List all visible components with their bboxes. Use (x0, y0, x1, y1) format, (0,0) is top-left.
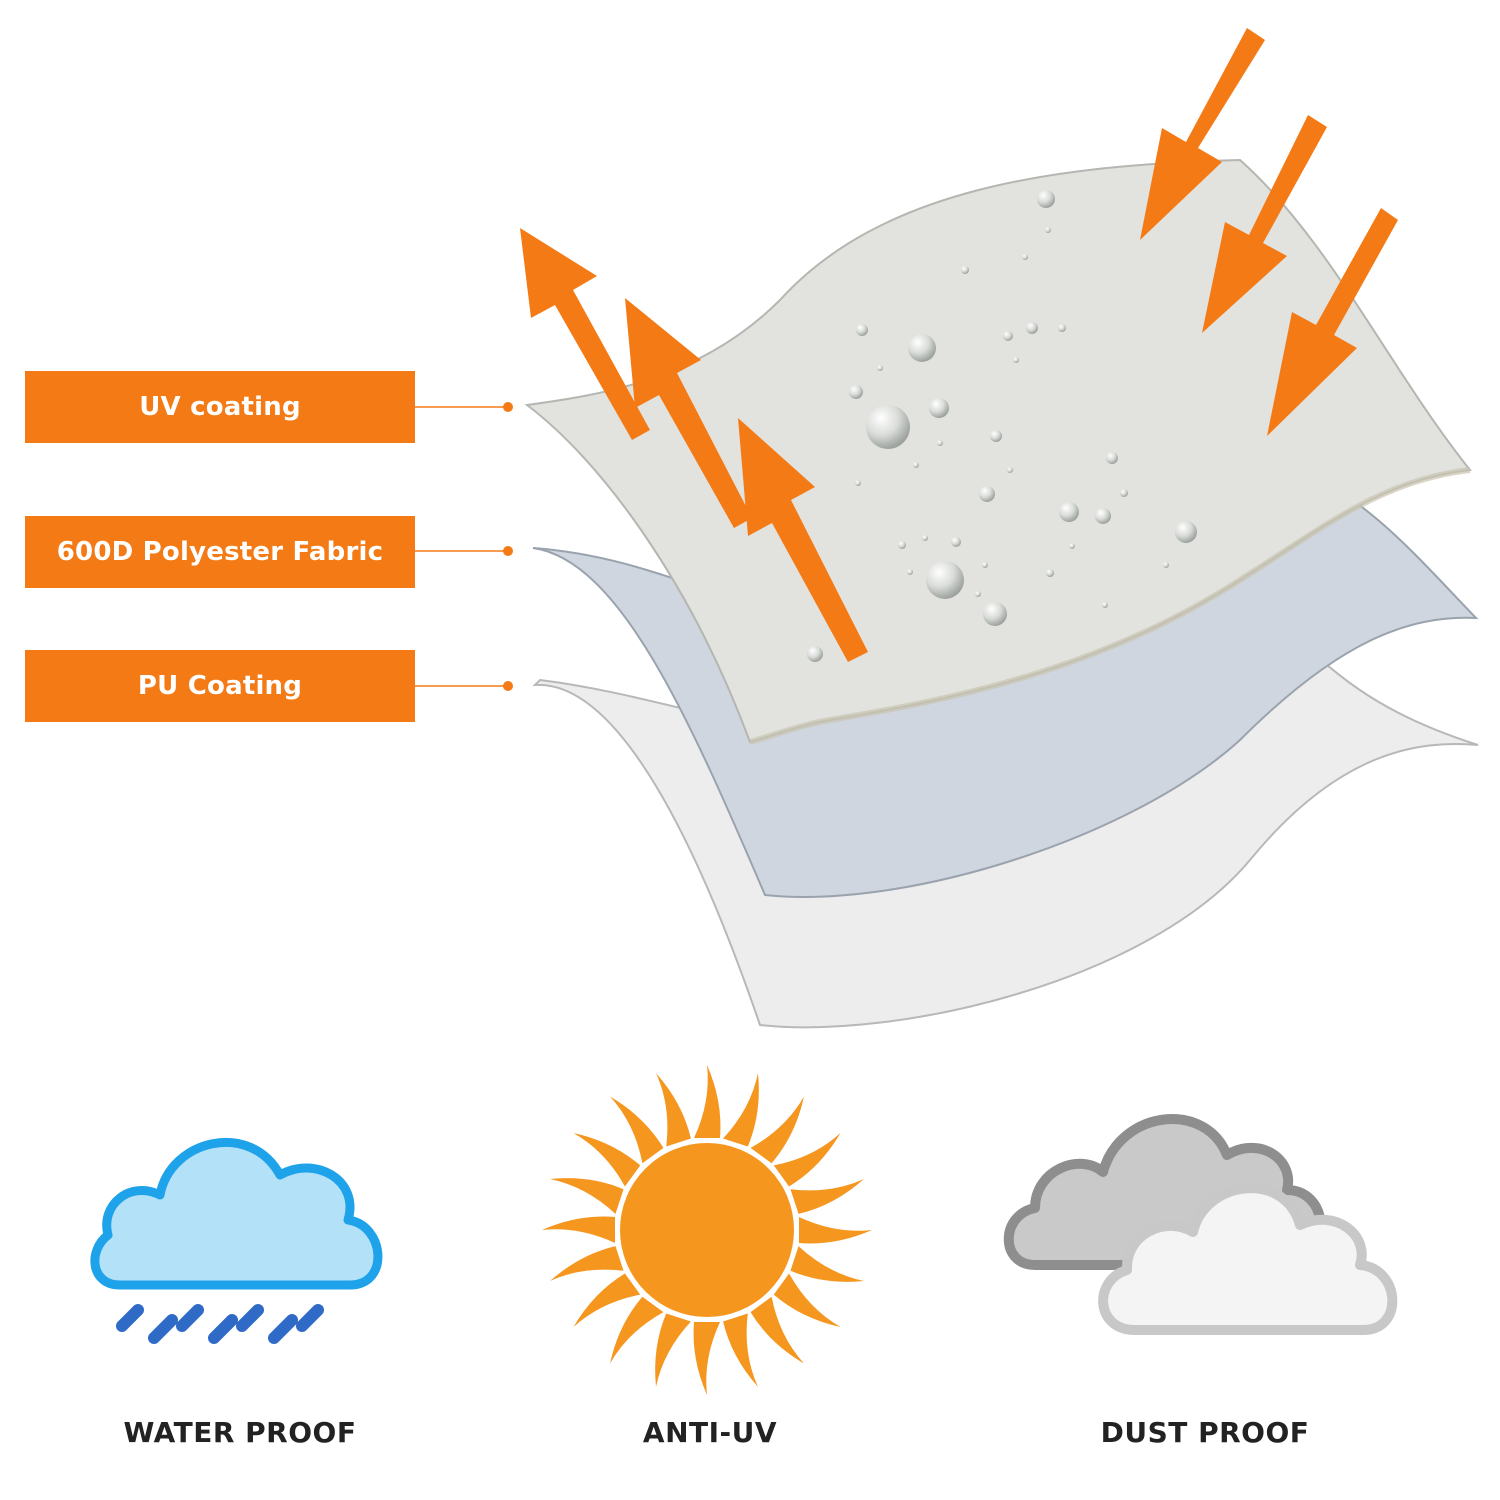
sun-ray (550, 1246, 624, 1281)
leader-dot-uv (503, 402, 513, 412)
sun-ray (750, 1096, 804, 1164)
sun-ray (542, 1216, 615, 1243)
double-cloud-icon (1003, 1114, 1398, 1335)
water-droplets (807, 190, 1197, 662)
sun-ray (550, 1178, 624, 1214)
sun-ray (573, 1273, 641, 1327)
sun-ray (723, 1313, 758, 1387)
leader-dot-pu (503, 681, 513, 691)
sun-ray (693, 1322, 720, 1395)
sun-ray (610, 1296, 664, 1364)
uv-coating-label: UV coating (25, 371, 415, 443)
sun-ray (573, 1133, 641, 1187)
sun-ray (773, 1133, 841, 1187)
pu-coating-label: PU Coating (25, 650, 415, 722)
sun-ray (694, 1065, 721, 1138)
sun-ray (656, 1073, 691, 1147)
leader-lines (415, 406, 505, 687)
sun-icon (542, 1065, 872, 1395)
anti-uv-label: ANTI-UV (642, 1415, 778, 1449)
incoming-arrows (1140, 28, 1398, 436)
outgoing-arrows (520, 228, 868, 662)
sun-ray (723, 1073, 759, 1147)
rain-drops-lower (148, 1314, 298, 1344)
sun-ray (655, 1313, 691, 1387)
sun-ray (799, 1217, 872, 1244)
sun-ray (790, 1246, 864, 1282)
fabric-layers-diagram (415, 28, 1479, 1029)
water-proof-label: WATER PROOF (123, 1415, 357, 1449)
sun-ray (750, 1296, 804, 1364)
leader-dot-polyester (503, 546, 513, 556)
dust-proof-label: DUST PROOF (1100, 1415, 1310, 1449)
sun-ray (773, 1273, 841, 1327)
rain-cloud-icon (90, 1137, 383, 1332)
rain-drops (116, 1304, 324, 1332)
polyester-fabric-label: 600D Polyester Fabric (25, 516, 415, 588)
sun-ray (610, 1096, 664, 1164)
sun-ray (790, 1179, 864, 1214)
